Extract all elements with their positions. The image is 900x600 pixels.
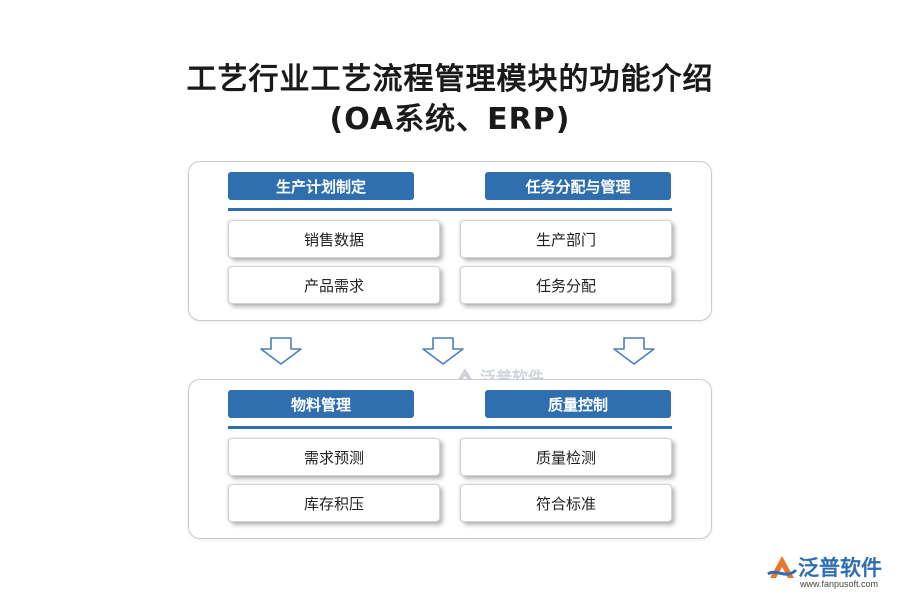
brand-logo-icon — [767, 556, 798, 578]
bottom-panel: 物料管理 质量控制 需求预测 质量检测 库存积压 符合标准 — [188, 379, 712, 539]
header-divider — [228, 426, 672, 429]
item-task-allocation: 任务分配 — [460, 266, 672, 304]
panel-header-production-planning: 生产计划制定 — [228, 172, 414, 200]
panel-header-material-management: 物料管理 — [228, 390, 414, 418]
down-arrow-icon — [613, 337, 655, 365]
top-panel: 生产计划制定 任务分配与管理 销售数据 生产部门 产品需求 任务分配 — [188, 161, 712, 321]
item-product-demand: 产品需求 — [228, 266, 440, 304]
item-quality-inspection: 质量检测 — [460, 438, 672, 476]
item-meets-standards: 符合标准 — [460, 484, 672, 522]
diagram-title-line1: 工艺行业工艺流程管理模块的功能介绍 — [186, 62, 714, 97]
brand-logo: 泛普软件 www.fanpusoft.com — [766, 550, 896, 598]
panel-header-quality-control: 质量控制 — [485, 390, 671, 418]
down-arrow-icon — [260, 337, 302, 365]
item-sales-data: 销售数据 — [228, 220, 440, 258]
brand-url: www.fanpusoft.com — [800, 579, 879, 589]
item-inventory-backlog: 库存积压 — [228, 484, 440, 522]
item-demand-forecast: 需求预测 — [228, 438, 440, 476]
item-production-dept: 生产部门 — [460, 220, 672, 258]
down-arrow-icon — [422, 337, 464, 365]
brand-logo-text: 泛普软件 — [798, 556, 882, 580]
panel-header-task-assignment: 任务分配与管理 — [485, 172, 671, 200]
header-divider — [228, 208, 672, 211]
diagram-title-line2: (OA系统、ERP) — [329, 102, 571, 137]
